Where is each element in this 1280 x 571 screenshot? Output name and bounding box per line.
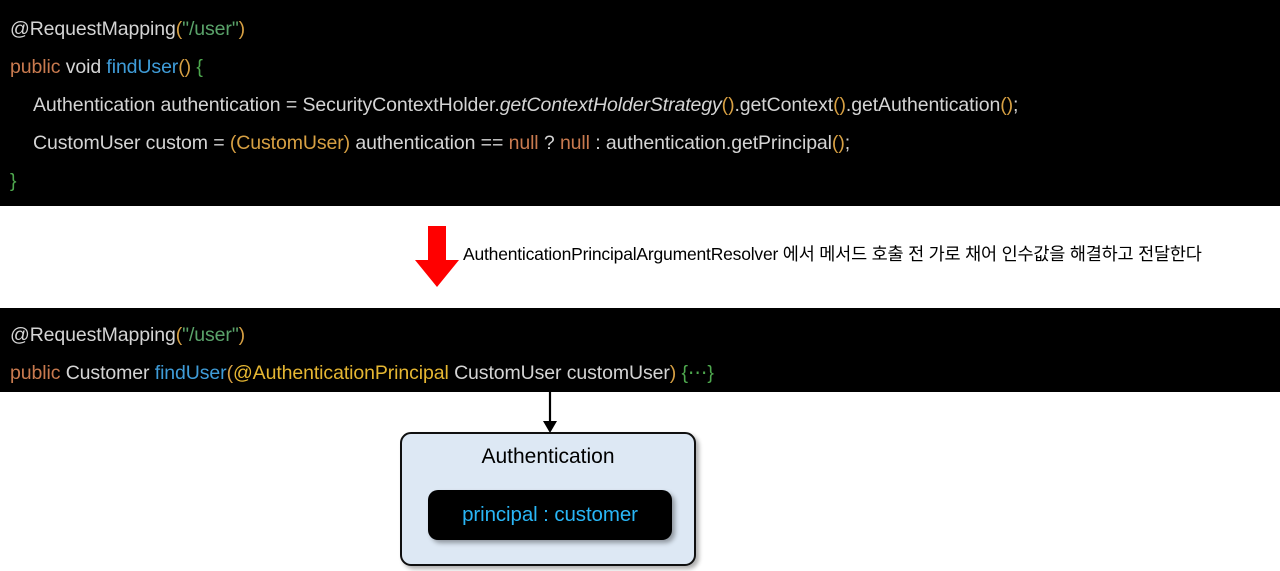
code-token-plain: Authentication authentication = Security… <box>33 94 500 116</box>
code-token-plain: .getAuthentication <box>845 94 1001 116</box>
code-token-anno-param: @AuthenticationPrincipal <box>232 362 449 384</box>
code-token-method: findUser <box>106 56 179 78</box>
code-token-plain: CustomUser customUser <box>448 362 670 384</box>
code-token-paren: () <box>1000 94 1014 116</box>
code-token-plain: ? <box>538 132 560 154</box>
code-token-null: null <box>508 132 539 154</box>
code-line: CustomUser custom = (CustomUser) authent… <box>10 124 1280 162</box>
code-token-type: Customer <box>65 362 150 384</box>
code-token-null: null <box>559 132 590 154</box>
code-token-paren: () <box>721 94 735 116</box>
principal-chip-text: principal : customer <box>462 503 638 526</box>
code-block-bottom: @RequestMapping("/user")public Customer … <box>0 308 1280 392</box>
code-token-paren: () <box>178 56 191 78</box>
code-token-keyword: public <box>10 56 61 78</box>
principal-chip: principal : customer <box>428 490 672 540</box>
code-token-annotation: @RequestMapping <box>10 18 176 40</box>
code-line: } <box>10 162 1280 200</box>
code-token-brace: } <box>10 170 17 192</box>
authentication-box-title: Authentication <box>481 445 615 468</box>
code-token-paren: () <box>833 94 846 116</box>
code-token-string: "/user" <box>182 324 239 346</box>
code-token-annotation: @RequestMapping <box>10 324 176 346</box>
code-token-string: "/user" <box>182 18 239 40</box>
code-token-method: findUser <box>154 362 227 384</box>
code-token-paren: () <box>831 132 845 154</box>
middle-white-band <box>0 206 1280 308</box>
red-down-arrow-icon <box>414 226 460 288</box>
code-token-plain: authentication.getPrincipal <box>605 132 832 154</box>
code-line: @RequestMapping("/user") <box>10 316 1280 354</box>
code-token-cast: (CustomUser) <box>229 132 351 154</box>
code-token-plain: authentication == <box>350 132 509 154</box>
code-token-punct: : <box>589 132 606 154</box>
code-token-plain: .getContext <box>734 94 834 116</box>
authentication-box: Authentication principal : customer <box>400 432 696 566</box>
code-line: @RequestMapping("/user") <box>10 10 1280 48</box>
code-token-paren: ) <box>238 324 246 346</box>
code-token-keyword: public <box>10 362 61 384</box>
code-token-ellipsis: ⋯ <box>687 362 708 384</box>
resolver-note-text: AuthenticationPrincipalArgumentResolver … <box>463 244 1202 264</box>
code-token-brace: { <box>196 56 203 78</box>
code-token-paren: ( <box>175 324 183 346</box>
code-line: Authentication authentication = Security… <box>10 86 1280 124</box>
code-token-brace: { <box>681 362 689 384</box>
connector-down-arrow-icon <box>538 392 562 434</box>
code-token-punct: ; <box>1013 94 1019 116</box>
code-token-punct: ; <box>844 132 851 154</box>
code-token-paren: ) <box>238 18 246 40</box>
code-block-top: @RequestMapping("/user")public void find… <box>0 0 1280 206</box>
code-token-paren: ( <box>226 362 234 384</box>
code-token-plain: CustomUser custom = <box>33 132 230 154</box>
code-line: public Customer findUser(@Authentication… <box>10 354 1280 392</box>
code-token-brace: } <box>707 362 714 384</box>
code-line: public void findUser() { <box>10 48 1280 86</box>
code-token-paren: ( <box>175 18 183 40</box>
code-token-italic: getContextHolderStrategy <box>499 94 722 116</box>
code-token-type: void <box>65 56 102 78</box>
code-token-paren: ) <box>669 362 677 384</box>
